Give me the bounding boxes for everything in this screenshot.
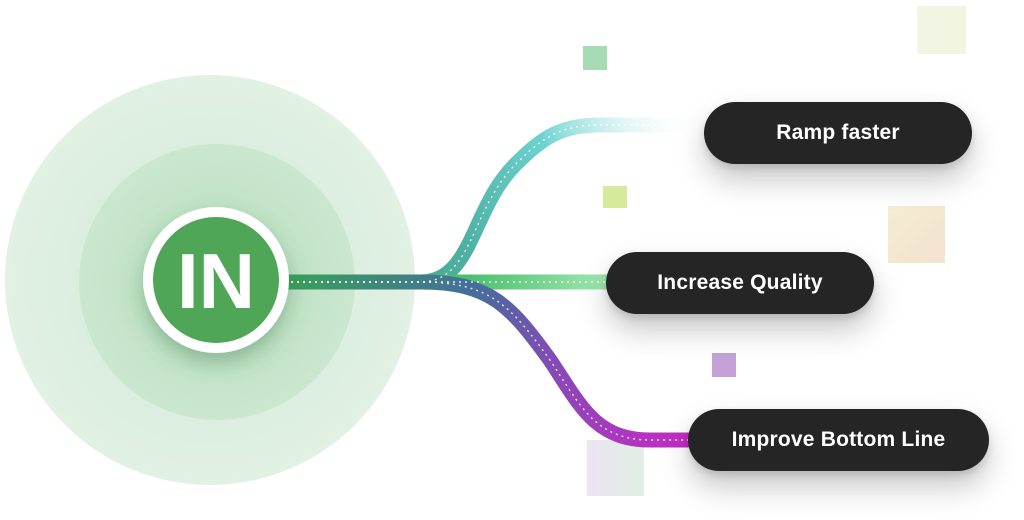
dotted-line-top bbox=[285, 124, 700, 283]
pill-label: Increase Quality bbox=[657, 271, 823, 294]
decorative-square-lavender bbox=[712, 353, 736, 377]
decorative-square-lime bbox=[603, 186, 627, 208]
pill-improve-bottom-line[interactable]: Improve Bottom Line bbox=[688, 409, 989, 471]
decorative-square-peach bbox=[888, 206, 945, 263]
pill-increase-quality[interactable]: Increase Quality bbox=[606, 252, 874, 314]
logo-badge: IN bbox=[143, 207, 289, 353]
decorative-square-green bbox=[583, 46, 607, 70]
pill-label: Improve Bottom Line bbox=[731, 428, 946, 451]
pill-label: Ramp faster bbox=[776, 121, 900, 144]
decorative-square-pastel bbox=[587, 440, 644, 496]
dotted-line-bottom bbox=[285, 281, 695, 441]
logo-text: IN bbox=[177, 237, 255, 325]
pill-ramp-faster[interactable]: Ramp faster bbox=[704, 102, 972, 164]
decorative-square-cream bbox=[917, 6, 966, 54]
